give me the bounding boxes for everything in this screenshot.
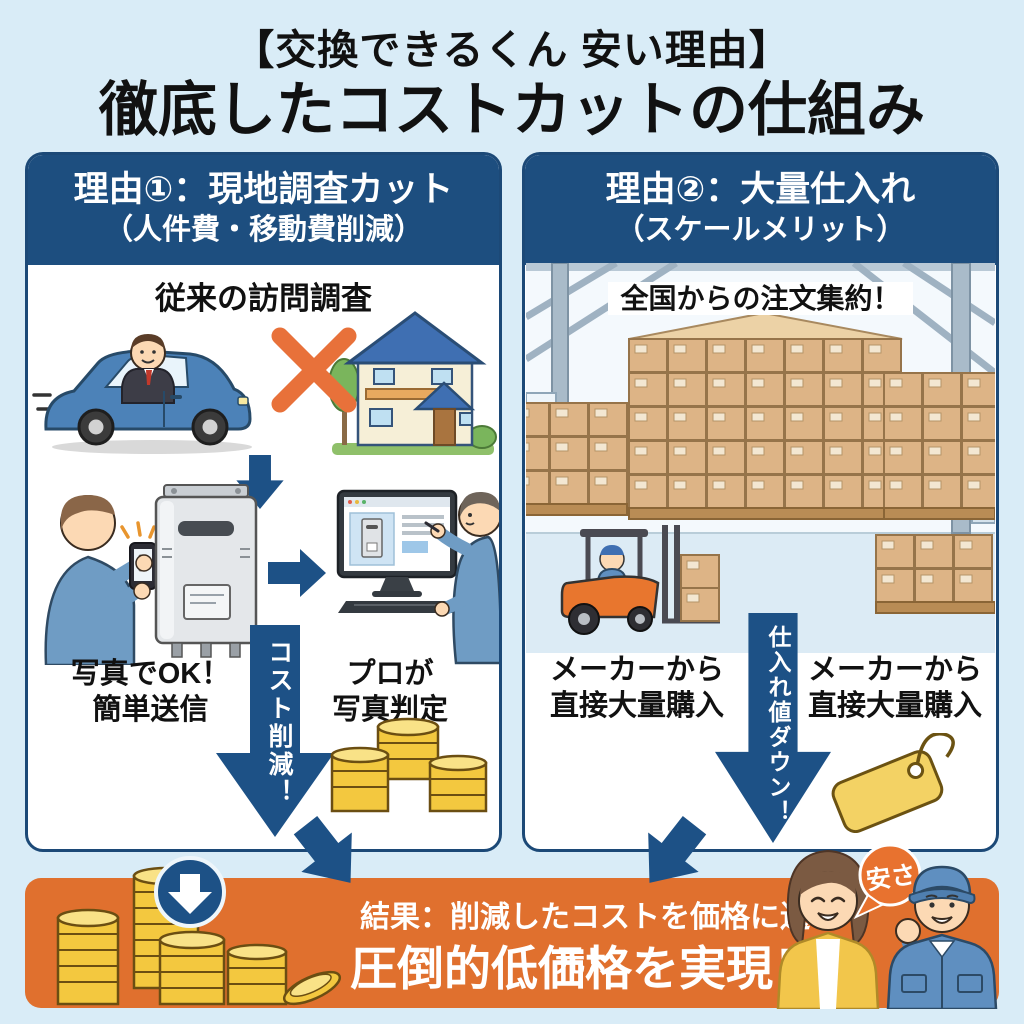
page-title-main: 徹底したコストカットの仕組み: [98, 77, 925, 143]
x-icon: [271, 327, 357, 413]
cost-cut-arrow-label: コスト削減！: [265, 639, 293, 807]
order-consolidation-caption: 全国からの注文集約！: [608, 282, 913, 315]
customer-photo-illustration: [44, 495, 157, 665]
maker-purchase-right-label: メーカーから 直接大量購入: [807, 654, 982, 722]
transition-arrow-right-icon: [648, 816, 707, 883]
right-arrow-icon: [268, 549, 326, 597]
reason2-header-line2: （スケールメリット）: [615, 213, 906, 246]
reason2-header: 理由②：大量仕入れ （スケールメリット）: [525, 155, 996, 265]
reason2-header-line1: 理由②：大量仕入れ: [605, 170, 916, 209]
reason1-header: 理由①：現地調査カット （人件費・移動費削減）: [28, 155, 499, 265]
car-illustration: [32, 334, 252, 454]
cost-cut-arrow-icon: [216, 625, 334, 837]
purchase-price-down-arrow-label: 仕入れ値ダウン！: [765, 625, 791, 825]
reason1-header-line2: （人件費・移動費削減）: [103, 213, 423, 246]
price-tag-icon: [831, 733, 955, 833]
transition-arrow-left-icon: [293, 816, 352, 883]
order-consolidation-caption-wrap: 全国からの注文集約！: [525, 277, 996, 317]
coins-icon: [330, 717, 488, 813]
photo-flow-illustration: [44, 484, 499, 665]
customers-illustration: [776, 843, 998, 1009]
water-heater-illustration: [154, 484, 258, 658]
result-line2: 圧倒的低価格を実現！: [350, 942, 820, 995]
center-box-pile: [628, 311, 903, 520]
reason1-panel: 理由①：現地調査カット （人件費・移動費削減） 従来の訪問調査: [25, 152, 502, 852]
warehouse-illustration: [526, 263, 995, 653]
page-title-sub: 【交換できるくん 安い理由】: [233, 27, 791, 73]
circle-down-arrow-icon: [154, 856, 226, 928]
reason1-header-line1: 理由①：現地調査カット: [73, 170, 454, 209]
car-x-house-illustration: [32, 311, 497, 455]
conventional-survey-caption: 従来の訪問調査: [155, 281, 372, 316]
purchase-price-down-arrow-icon: [715, 613, 831, 843]
woman-illustration: [776, 849, 880, 1009]
photo-ok-label: 写真でOK！ 簡単送信: [70, 658, 231, 726]
house-illustration: [328, 311, 497, 455]
result-line1: 結果：削減したコストを価格に還元！: [360, 901, 810, 978]
reason2-panel: 理由②：大量仕入れ （スケールメリット）: [522, 152, 999, 852]
left-box-pile: [526, 402, 628, 516]
right-box-pile: [875, 372, 995, 614]
worker-illustration: [886, 865, 998, 1009]
down-arrow-icon: [236, 455, 284, 509]
speech-bubble-icon: [853, 843, 922, 920]
cheapness-speech-bubble-label: 安さ: [864, 860, 918, 896]
forklift-illustration: [560, 525, 720, 635]
pc-review-illustration: [336, 489, 499, 665]
maker-purchase-left-label: メーカーから 直接大量購入: [549, 654, 724, 722]
banner-coins-icon: [56, 856, 342, 1006]
